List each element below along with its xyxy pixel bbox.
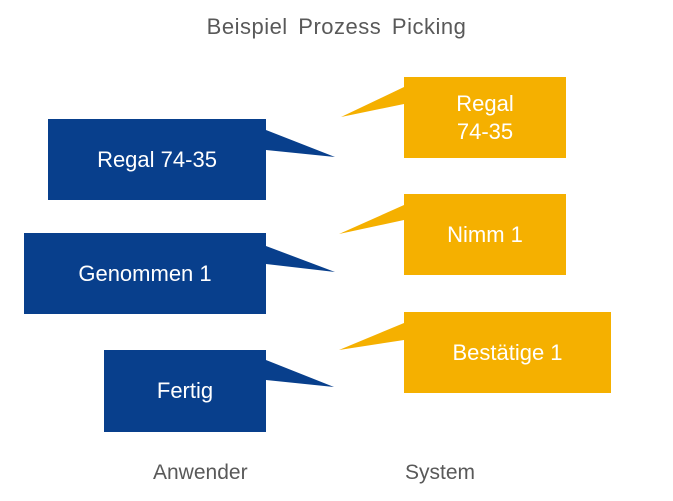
system-step-1-bubble: Regal 74-35 bbox=[404, 77, 566, 158]
user-step-1-label: Regal 74-35 bbox=[97, 146, 217, 172]
user-step-2-label: Genommen 1 bbox=[78, 260, 212, 286]
system-step-3-bubble: Bestätige 1 bbox=[404, 312, 611, 393]
user-step-3-bubble: Fertig bbox=[104, 350, 266, 432]
user-step-2-bubble: Genommen 1 bbox=[24, 233, 266, 314]
user-bubble-1-tail bbox=[266, 130, 335, 157]
system-bubble-2-tail bbox=[339, 205, 404, 234]
system-column-label: System bbox=[405, 461, 476, 484]
system-step-1-label-line1: Regal bbox=[456, 90, 514, 116]
user-step-1-bubble: Regal 74-35 bbox=[48, 119, 266, 200]
system-step-2-label: Nimm 1 bbox=[447, 221, 523, 247]
system-bubble-1-tail bbox=[341, 87, 404, 117]
system-step-2-bubble: Nimm 1 bbox=[404, 194, 566, 275]
diagram-title: Beispiel Prozess Picking bbox=[206, 14, 467, 39]
system-bubble-3-tail bbox=[339, 323, 404, 350]
system-step-3-label: Bestätige 1 bbox=[452, 339, 563, 365]
system-step-1-label-line2: 74-35 bbox=[456, 118, 514, 144]
user-step-3-label: Fertig bbox=[156, 378, 214, 403]
user-bubble-2-tail bbox=[266, 246, 335, 272]
user-bubble-3-tail bbox=[266, 360, 334, 387]
user-column-label: Anwender bbox=[153, 461, 248, 484]
